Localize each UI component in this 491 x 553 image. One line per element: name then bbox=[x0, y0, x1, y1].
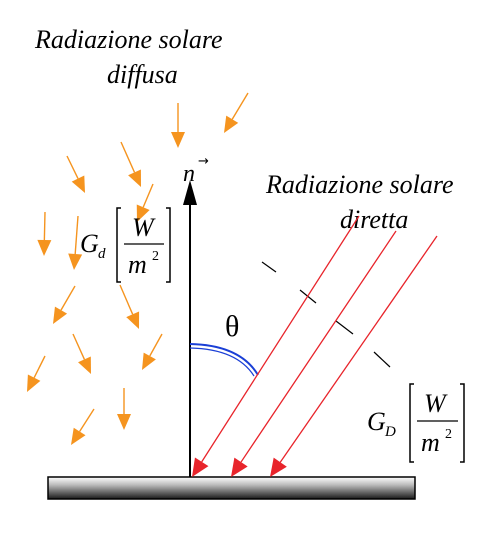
angle-theta-label: θ bbox=[225, 310, 239, 343]
diffuse-flux-symbol: G bbox=[80, 229, 99, 258]
diffuse-arrow-4 bbox=[66, 155, 85, 193]
wavefront-dashed-line bbox=[261, 261, 391, 368]
direct-flux-symbol: G bbox=[367, 407, 386, 436]
direct-unit-denominator: m bbox=[421, 428, 440, 457]
normal-vector-arrow: → bbox=[198, 154, 209, 169]
diffuse-bracket-right bbox=[166, 207, 171, 283]
diffuse-bracket-left bbox=[116, 207, 121, 283]
direct-radiation-rays bbox=[192, 215, 438, 477]
direct-bracket-left bbox=[409, 383, 414, 463]
direct-ray-2 bbox=[231, 230, 397, 477]
diffuse-arrow-9 bbox=[136, 183, 154, 222]
diffuse-arrow-10 bbox=[72, 333, 91, 374]
diffuse-arrow-1 bbox=[171, 103, 185, 148]
diffuse-arrow-5 bbox=[37, 211, 52, 256]
diffuse-arrow-12 bbox=[142, 333, 163, 370]
normal-arrowhead bbox=[183, 180, 197, 205]
diffuse-radiation-arrows bbox=[27, 92, 249, 445]
diffuse-arrow-13 bbox=[117, 388, 131, 430]
direct-radiation-label: Radiazione solare bbox=[265, 170, 454, 199]
diffuse-flux-subscript: d bbox=[98, 246, 106, 262]
incidence-angle-arc bbox=[189, 343, 259, 376]
direct-unit-numerator: W bbox=[424, 389, 448, 418]
normal-label: n bbox=[183, 161, 195, 187]
diffuse-arrow-2 bbox=[224, 92, 249, 133]
diffuse-unit-denominator: m bbox=[128, 250, 147, 279]
diffuse-arrow-7 bbox=[53, 285, 76, 324]
incidence-angle-arc-inner bbox=[189, 347, 255, 377]
direct-ray-1 bbox=[192, 215, 360, 477]
diffuse-radiation-label-line2: diffusa bbox=[107, 60, 178, 89]
direct-ray-3 bbox=[270, 235, 438, 477]
diffuse-flux-formula: G d W m 2 bbox=[80, 207, 171, 283]
diffuse-unit-exponent: 2 bbox=[152, 249, 159, 264]
diffuse-arrow-14 bbox=[71, 408, 95, 445]
direct-flux-formula: G D W m 2 bbox=[367, 383, 465, 463]
diffuse-unit-numerator: W bbox=[132, 213, 156, 242]
direct-flux-subscript: D bbox=[384, 424, 396, 440]
diffuse-arrow-8 bbox=[119, 284, 140, 329]
diffuse-arrow-11 bbox=[27, 355, 46, 392]
diffuse-radiation-label: Radiazione solare bbox=[34, 25, 223, 54]
direct-unit-exponent: 2 bbox=[445, 427, 452, 442]
horizontal-surface bbox=[47, 476, 416, 500]
diffuse-arrow-3 bbox=[120, 141, 141, 187]
direct-radiation-label-line2: diretta bbox=[340, 205, 408, 234]
diffuse-arrow-6 bbox=[68, 215, 83, 270]
direct-bracket-right bbox=[460, 383, 465, 463]
